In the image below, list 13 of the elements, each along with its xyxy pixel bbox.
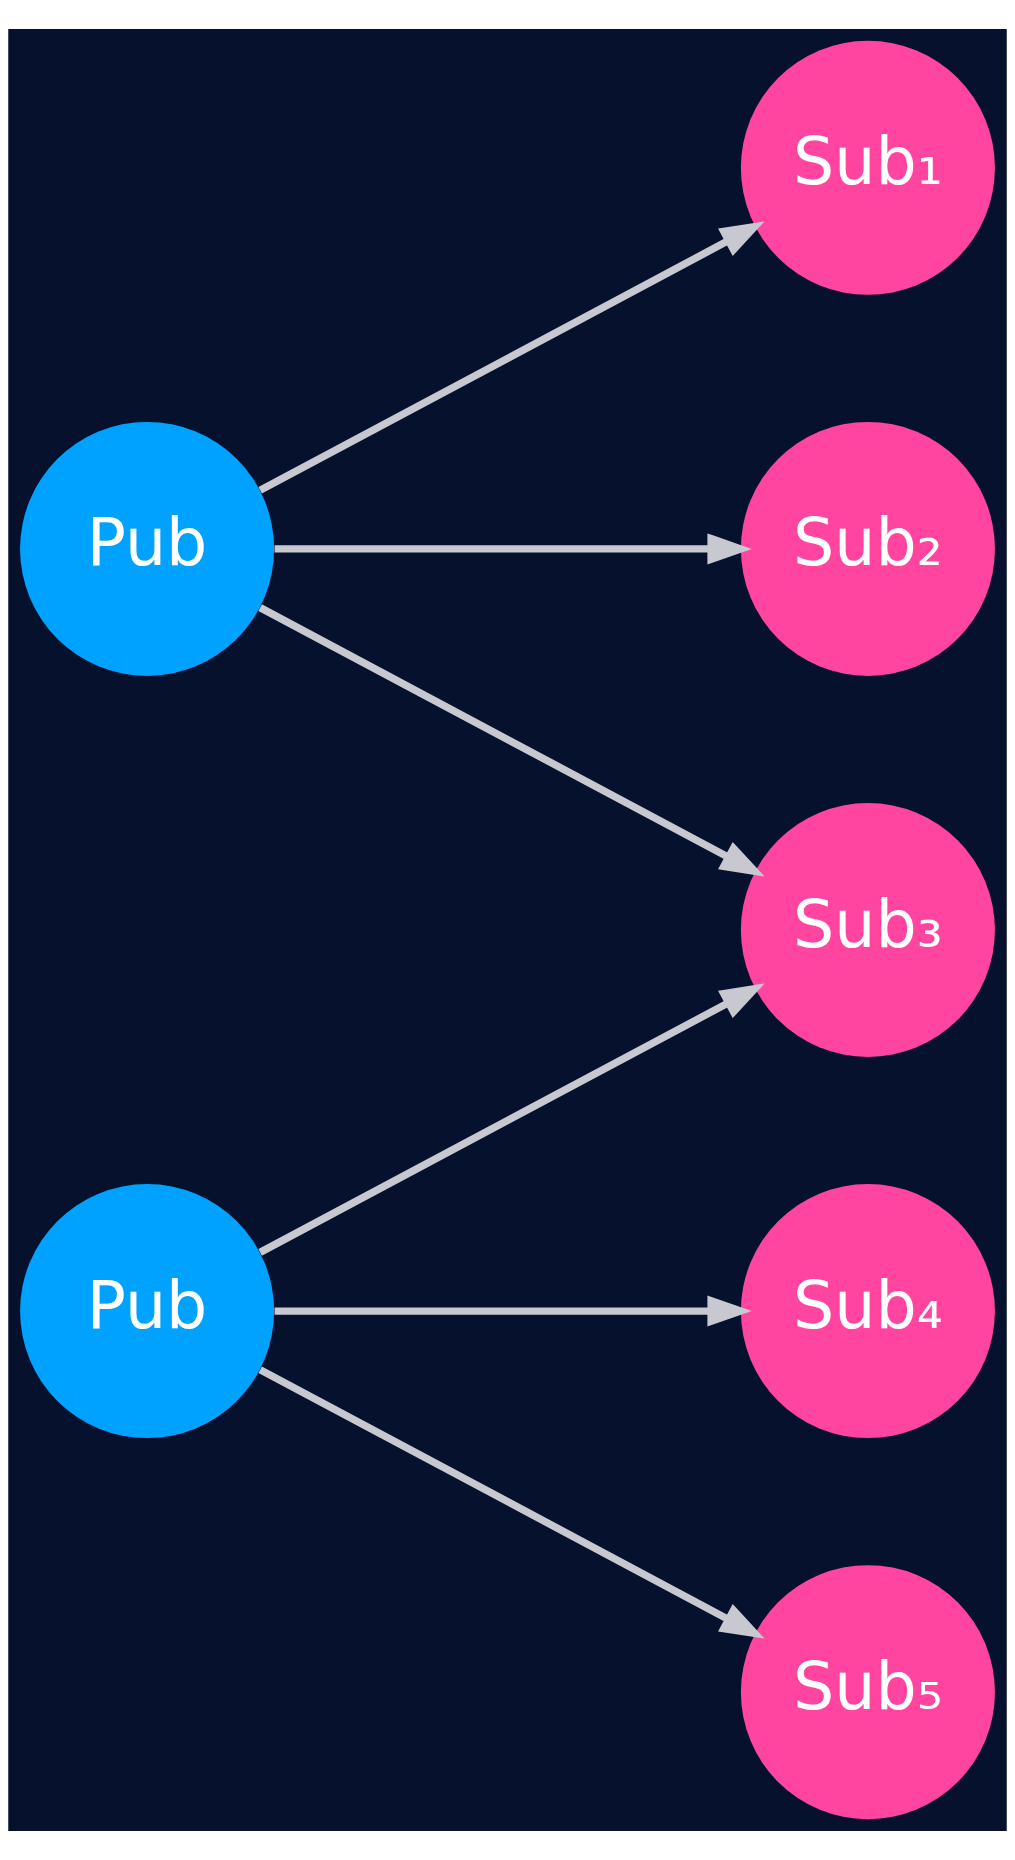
node-circle: Sub₅ bbox=[740, 1565, 995, 1820]
arrow bbox=[274, 533, 752, 565]
arrow bbox=[258, 221, 765, 494]
arrow bbox=[258, 983, 765, 1256]
node-circle: Sub₃ bbox=[740, 802, 995, 1058]
node-circle: Pub bbox=[20, 421, 275, 676]
node-circle: Pub bbox=[20, 1184, 275, 1439]
node-circle: Sub₄ bbox=[740, 1184, 995, 1439]
node-circle: Sub₂ bbox=[740, 421, 995, 676]
node-circle: Sub₁ bbox=[740, 40, 995, 295]
arrow bbox=[274, 1295, 752, 1327]
arrow bbox=[258, 1366, 765, 1639]
arrow bbox=[258, 604, 765, 877]
